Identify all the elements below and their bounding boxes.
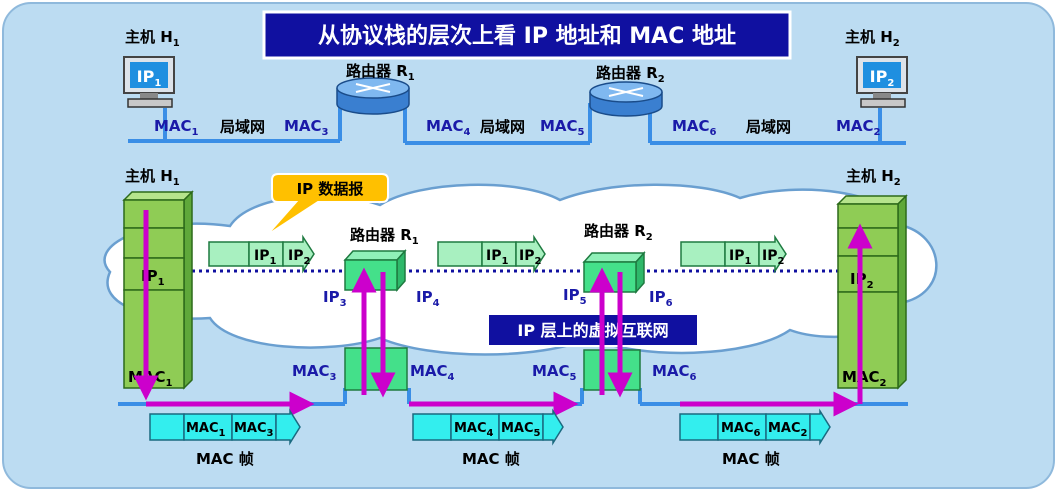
virtual-net-label-text: IP 层上的虚拟互联网 [517, 321, 668, 340]
frame2-label: MAC 帧 [462, 450, 520, 468]
top-lan3-label: 局域网 [745, 118, 791, 136]
packet3-ip2: IP2 [762, 248, 784, 267]
top-host1-label: 主机 H1 [125, 28, 180, 49]
bottom-router1-label: 路由器 R1 [350, 226, 419, 247]
host1-protocol-stack [122, 190, 194, 390]
router2-ip6-label: IP6 [649, 288, 673, 309]
top-mac2-label: MAC2 [836, 117, 881, 138]
mac-frame-1 [149, 408, 301, 446]
top-host2-screen-ip: IP2 [870, 67, 895, 89]
top-mac1-label: MAC1 [154, 117, 199, 138]
bottom-router2-label: 路由器 R2 [584, 222, 653, 243]
top-mac6-label: MAC6 [672, 117, 717, 138]
top-router1-label: 路由器 R1 [346, 62, 415, 83]
ip-datagram-callout-text: IP 数据报 [297, 180, 364, 198]
title-text: 从协议栈的层次上看 IP 地址和 MAC 地址 [318, 23, 736, 49]
top-lan2-label: 局域网 [479, 118, 525, 136]
ip-datagram-packet-2 [437, 234, 546, 274]
virtual-net-label-box [487, 313, 699, 347]
router2-mac6-label: MAC6 [652, 362, 697, 383]
top-host1-screen-ip: IP1 [137, 67, 162, 89]
frame3-src-mac: MAC6 [721, 421, 761, 439]
host2-protocol-stack [836, 194, 908, 390]
top-router1-icon [336, 77, 410, 115]
router1-ip3-label: IP3 [323, 288, 347, 309]
mac-frame-3 [679, 408, 831, 446]
frame3-dst-mac: MAC2 [768, 421, 808, 439]
top-host1-computer-icon [123, 56, 175, 108]
frame3-label: MAC 帧 [722, 450, 780, 468]
top-host2-computer-icon [856, 56, 908, 108]
top-mac5-label: MAC5 [540, 117, 585, 138]
top-lan-lines [128, 103, 906, 145]
bottom-host2-label: 主机 H2 [846, 167, 901, 188]
packet-path-arrows [133, 210, 873, 417]
router2-mac5-label: MAC5 [532, 362, 577, 383]
ip-datagram-callout [265, 173, 389, 237]
top-router2-label: 路由器 R2 [596, 64, 665, 85]
frame2-dst-mac: MAC5 [501, 421, 541, 439]
frame1-label: MAC 帧 [196, 450, 254, 468]
ip-datagram-packet-1 [208, 234, 315, 274]
top-lan1-label: 局域网 [219, 118, 265, 136]
packet1-ip2: IP2 [288, 248, 310, 267]
frame1-dst-mac: MAC3 [234, 421, 274, 439]
mac-frame-2 [412, 408, 564, 446]
ip-datagram-packet-3 [680, 234, 787, 274]
top-router2-icon [589, 81, 663, 117]
packet3-ip1: IP1 [729, 248, 751, 267]
router1-ip4-label: IP4 [416, 288, 440, 309]
packet2-ip1: IP1 [486, 248, 508, 267]
frame1-src-mac: MAC1 [186, 421, 226, 439]
router2-ip5-label: IP5 [563, 286, 587, 307]
title-box [262, 10, 792, 60]
frame2-src-mac: MAC4 [454, 421, 494, 439]
packet2-ip2: IP2 [519, 248, 541, 267]
packet1-ip1: IP1 [254, 248, 276, 267]
top-mac4-label: MAC4 [426, 117, 471, 138]
router1-mac3-label: MAC3 [292, 362, 337, 383]
top-host2-label: 主机 H2 [845, 28, 900, 49]
bottom-host1-label: 主机 H1 [125, 167, 180, 188]
router1-mac4-label: MAC4 [410, 362, 455, 383]
top-mac3-label: MAC3 [284, 117, 329, 138]
